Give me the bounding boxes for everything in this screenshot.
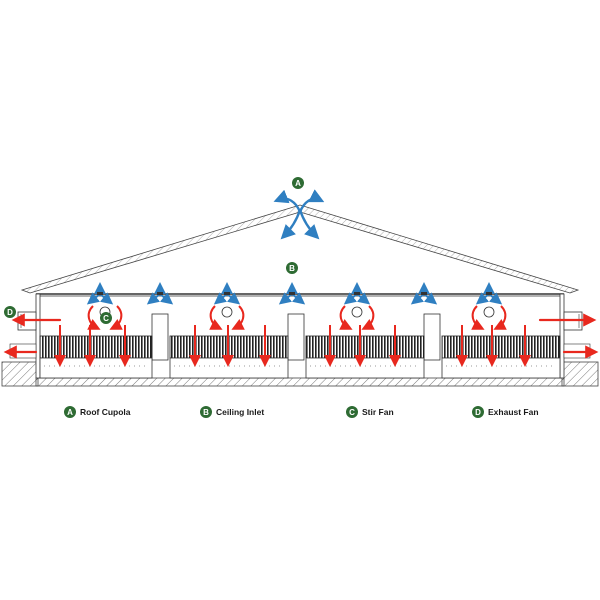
svg-text:B: B	[289, 264, 295, 273]
swirl-arrow-right	[493, 305, 507, 330]
swirl-arrow-left	[209, 305, 223, 330]
inlet-arrow-left	[410, 292, 425, 305]
inlet-arrow-left	[343, 292, 358, 305]
inlet-arrow-left	[213, 292, 228, 305]
inlet-arrow-right	[488, 292, 503, 305]
ceiling-inlet-arrows-icon	[86, 282, 503, 305]
svg-text:C: C	[103, 314, 109, 323]
swirl-arrow-right	[361, 305, 375, 330]
legend: A Roof Cupola B Ceiling Inlet C Stir Fan…	[64, 406, 539, 418]
svg-text:A: A	[67, 408, 73, 417]
stall-group-1	[39, 335, 153, 379]
swirl-arrow-right	[109, 305, 123, 330]
inlet-arrow-right	[99, 292, 114, 305]
inlet-body	[354, 292, 360, 295]
legend-item-stir-fan: C Stir Fan	[346, 406, 394, 418]
svg-text:B: B	[203, 408, 209, 417]
svg-text:D: D	[7, 308, 13, 317]
inlet-body	[224, 292, 230, 295]
inlet-arrow-left	[278, 292, 293, 305]
inlet-body	[421, 292, 427, 295]
roof	[20, 204, 580, 297]
marker-c: C	[100, 312, 112, 324]
inlet-arrow-right	[356, 292, 371, 305]
inlet-arrow-right	[291, 292, 306, 305]
foundation	[1, 361, 599, 387]
marker-d: D	[4, 306, 16, 318]
pillars	[151, 313, 441, 361]
exhaust-fan-icon	[3, 313, 599, 359]
stall-group-3	[305, 335, 425, 379]
inlet-body	[289, 292, 295, 295]
svg-text:Stir Fan: Stir Fan	[362, 407, 394, 417]
svg-text:A: A	[295, 179, 301, 188]
marker-b: B	[286, 262, 298, 274]
inlet-body	[157, 292, 163, 295]
swirl-arrow-left	[471, 305, 485, 330]
marker-a: A	[292, 177, 304, 189]
inlet-body	[97, 292, 103, 295]
svg-text:Ceiling Inlet: Ceiling Inlet	[216, 407, 264, 417]
inlet-arrow-left	[146, 292, 161, 305]
stall-group-4	[441, 335, 561, 379]
inlet-arrow-right	[423, 292, 438, 305]
svg-text:Exhaust Fan: Exhaust Fan	[488, 407, 539, 417]
stir-fan-swirl-arrows	[87, 305, 507, 330]
inlet-body	[486, 292, 492, 295]
roof-cupola-arrows-icon	[273, 189, 325, 240]
svg-text:C: C	[349, 408, 355, 417]
inlet-arrow-right	[226, 292, 241, 305]
svg-text:Roof Cupola: Roof Cupola	[80, 407, 131, 417]
legend-item-roof-cupola: A Roof Cupola	[64, 406, 131, 418]
airflow-down-arrows	[54, 325, 531, 367]
legend-item-ceiling-inlet: B Ceiling Inlet	[200, 406, 264, 418]
inlet-arrow-left	[86, 292, 101, 305]
legend-item-exhaust-fan: D Exhaust Fan	[472, 406, 539, 418]
swirl-arrow-left	[87, 305, 101, 330]
swirl-arrow-left	[339, 305, 353, 330]
inlet-arrow-left	[475, 292, 490, 305]
swirl-arrow-right	[231, 305, 245, 330]
svg-text:D: D	[475, 408, 481, 417]
inlet-arrow-right	[159, 292, 174, 305]
